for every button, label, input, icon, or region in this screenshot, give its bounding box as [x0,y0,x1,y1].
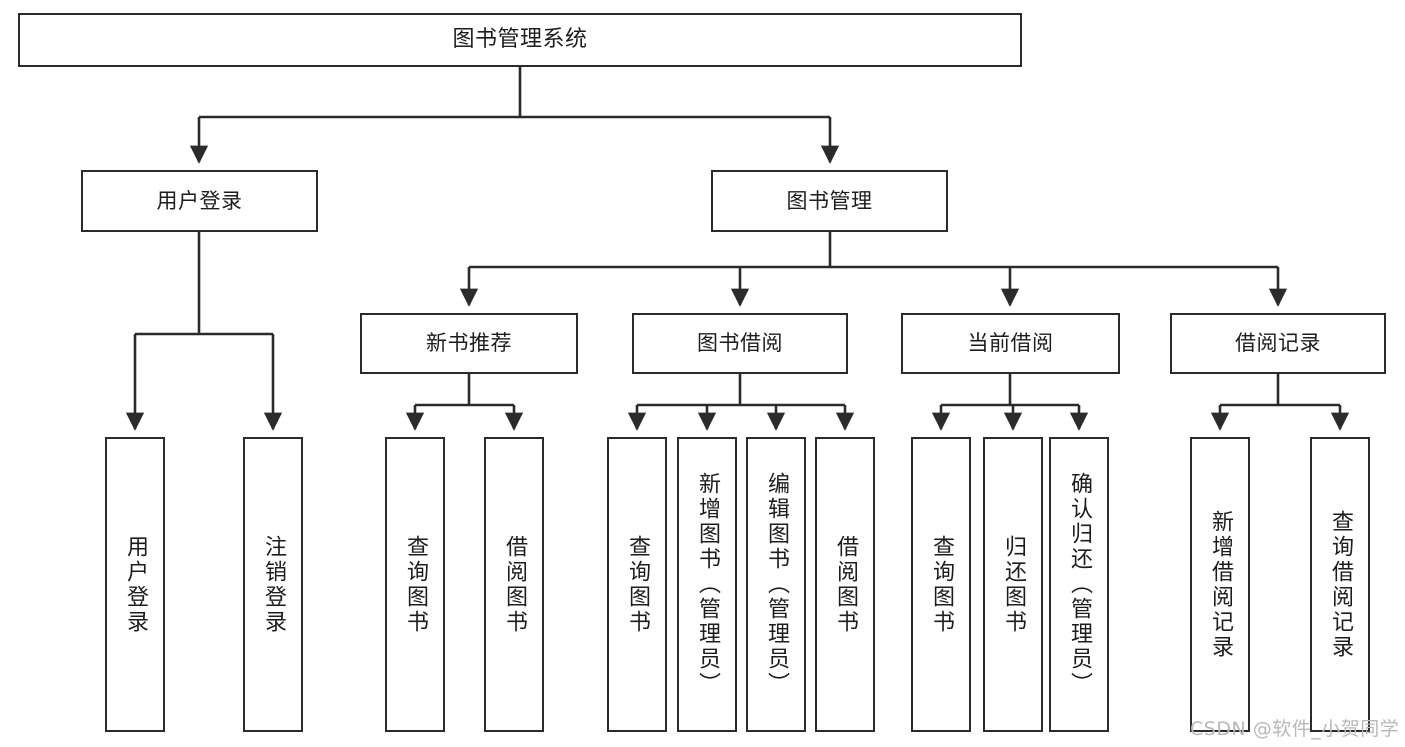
node-new-book-recommend[interactable]: 新书推荐 [360,313,578,374]
node-book-borrow-label: 图书借阅 [697,331,783,355]
node-book-management-label: 图书管理 [786,188,873,213]
leaf-confirm-return-admin[interactable]: 确认归还（管理员） [1049,437,1109,732]
leaf-query-borrow-record-label: 查询借阅记录 [1327,509,1353,660]
leaf-query-book-borrow-label: 查询图书 [624,534,650,635]
leaf-borrow-book-new-label: 借阅图书 [501,534,527,635]
leaf-borrow-book[interactable]: 借阅图书 [815,437,875,732]
leaf-query-borrow-record[interactable]: 查询借阅记录 [1310,437,1370,732]
leaf-query-book-current-label: 查询图书 [928,534,954,635]
leaf-edit-book-admin[interactable]: 编辑图书（管理员） [746,437,806,732]
leaf-borrow-book-new[interactable]: 借阅图书 [484,437,544,732]
node-borrow-record[interactable]: 借阅记录 [1170,313,1386,374]
node-book-borrow[interactable]: 图书借阅 [632,313,848,374]
leaf-add-borrow-record[interactable]: 新增借阅记录 [1190,437,1250,732]
leaf-query-book-new-label: 查询图书 [402,534,428,635]
leaf-logout-label: 注销登录 [260,534,286,635]
leaf-edit-book-admin-label: 编辑图书（管理员） [763,472,789,697]
node-book-management[interactable]: 图书管理 [711,170,948,232]
leaf-user-login-label: 用户登录 [122,534,148,635]
leaf-confirm-return-admin-label: 确认归还（管理员） [1066,472,1092,697]
leaf-borrow-book-label: 借阅图书 [832,534,858,635]
leaf-add-book-admin[interactable]: 新增图书（管理员） [677,437,737,732]
node-root[interactable]: 图书管理系统 [18,13,1022,67]
leaf-user-login[interactable]: 用户登录 [105,437,165,732]
leaf-return-book-label: 归还图书 [1000,534,1026,635]
leaf-add-borrow-record-label: 新增借阅记录 [1207,509,1233,660]
node-user-login[interactable]: 用户登录 [81,170,318,232]
node-user-login-label: 用户登录 [156,188,243,213]
leaf-return-book[interactable]: 归还图书 [983,437,1043,732]
leaf-query-book-current[interactable]: 查询图书 [911,437,971,732]
leaf-add-book-admin-label: 新增图书（管理员） [694,472,720,697]
node-current-borrow[interactable]: 当前借阅 [901,313,1120,374]
leaf-query-book-new[interactable]: 查询图书 [385,437,445,732]
node-new-book-recommend-label: 新书推荐 [426,331,512,355]
node-borrow-record-label: 借阅记录 [1235,331,1321,355]
leaf-query-book-borrow[interactable]: 查询图书 [607,437,667,732]
leaf-logout[interactable]: 注销登录 [243,437,303,732]
node-current-borrow-label: 当前借阅 [967,331,1054,355]
node-root-label: 图书管理系统 [452,27,588,52]
